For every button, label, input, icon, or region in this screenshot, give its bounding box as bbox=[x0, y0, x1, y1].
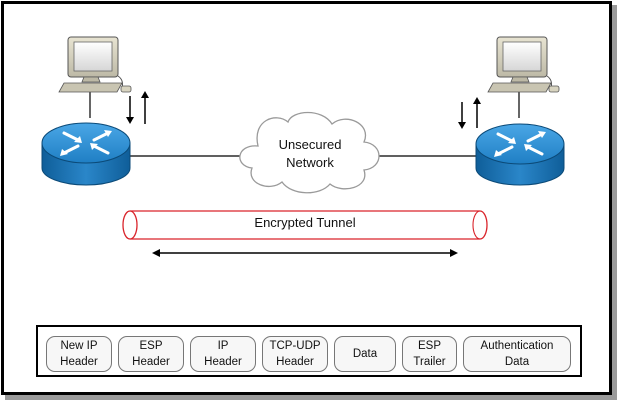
packet-field-new-ip-header: New IP Header bbox=[46, 336, 112, 372]
packet-field-data: Data bbox=[334, 336, 396, 372]
router-icon bbox=[41, 122, 131, 186]
packet-field-tcp-udp-header: TCP-UDP Header bbox=[262, 336, 328, 372]
packet-field-esp-header: ESP Header bbox=[118, 336, 184, 372]
double-arrow-icon bbox=[152, 249, 458, 257]
packet-field-esp-trailer: ESP Trailer bbox=[402, 336, 457, 372]
cloud-label: Unsecured Network bbox=[278, 137, 342, 170]
tunnel-label: Encrypted Tunnel bbox=[254, 215, 356, 230]
esp-packet: New IP Header ESP Header IP Header TCP-U… bbox=[36, 325, 582, 377]
encrypted-tunnel-icon bbox=[122, 210, 488, 240]
arrow-icon bbox=[458, 97, 481, 129]
frame-shadow-bottom bbox=[5, 395, 617, 400]
computer-icon bbox=[487, 36, 560, 118]
computer-icon bbox=[58, 36, 132, 118]
packet-field-ip-header: IP Header bbox=[190, 336, 256, 372]
frame-shadow-right bbox=[612, 5, 617, 399]
router-icon bbox=[475, 123, 565, 186]
packet-field-authentication-data: Authentication Data bbox=[463, 336, 571, 372]
cloud-icon bbox=[239, 111, 380, 194]
arrow-icon bbox=[126, 91, 149, 124]
